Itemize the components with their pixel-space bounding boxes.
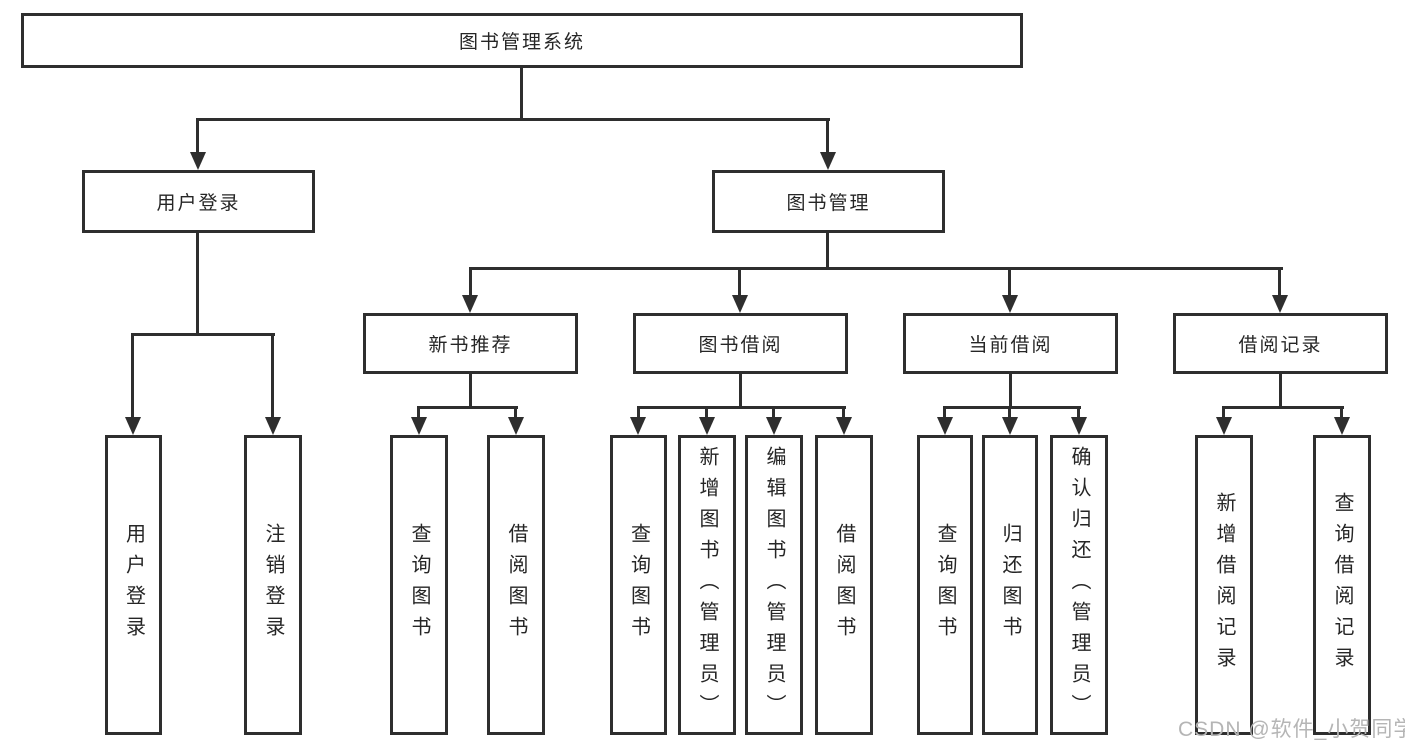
connector-line (196, 120, 199, 154)
arrow-down-icon (1216, 417, 1232, 435)
arrow-down-icon (462, 295, 478, 313)
connector-line (943, 406, 1081, 409)
connector-line (842, 408, 845, 418)
node-label: 归还图书 (999, 523, 1021, 647)
arrow-down-icon (732, 295, 748, 313)
node-book-management: 图书管理 (712, 170, 945, 233)
arrow-down-icon (411, 417, 427, 435)
node-label: 用户登录 (122, 523, 145, 647)
connector-line (1278, 269, 1281, 297)
node-label: 借阅图书 (833, 523, 855, 647)
connector-line (1077, 408, 1080, 418)
connector-line (271, 335, 274, 417)
node-label: 查询图书 (934, 523, 956, 647)
connector-line (943, 408, 946, 418)
connector-line (514, 408, 517, 418)
node-new-book-recommend: 新书推荐 (363, 313, 578, 374)
connector-line (705, 408, 708, 418)
connector-line (772, 408, 775, 418)
connector-line (131, 333, 275, 336)
arrow-down-icon (937, 417, 953, 435)
node-label: 新增图书（管理员） (696, 445, 718, 725)
connector-line (131, 335, 134, 417)
node-label: 注销登录 (262, 523, 284, 647)
connector-line (1222, 406, 1344, 409)
node-root: 图书管理系统 (21, 13, 1023, 68)
arrow-down-icon (820, 152, 836, 170)
arrow-down-icon (190, 152, 206, 170)
arrow-down-icon (766, 417, 782, 435)
connector-line (520, 68, 523, 120)
node-label: 查询图书 (627, 523, 650, 647)
connector-line (1008, 408, 1011, 418)
node-label: 确认归还（管理员） (1068, 445, 1090, 725)
connector-line (1009, 374, 1012, 408)
leaf-confirm-return-admin: 确认归还（管理员） (1050, 435, 1108, 735)
connector-line (1222, 408, 1225, 418)
leaf-borrow-books-1: 借阅图书 (487, 435, 545, 735)
connector-line (469, 269, 472, 297)
node-label: 用户登录 (156, 193, 241, 214)
node-label: 借阅图书 (505, 523, 527, 647)
arrow-down-icon (508, 417, 524, 435)
node-label: 查询图书 (408, 523, 430, 647)
leaf-logout: 注销登录 (244, 435, 302, 735)
node-label: 借阅记录 (1238, 335, 1323, 356)
leaf-query-borrow-record: 查询借阅记录 (1313, 435, 1371, 735)
leaf-query-books-1: 查询图书 (390, 435, 448, 735)
arrow-down-icon (1334, 417, 1350, 435)
connector-line (826, 120, 829, 154)
node-label: 图书管理系统 (458, 32, 585, 53)
connector-line (196, 232, 199, 334)
arrow-down-icon (1002, 295, 1018, 313)
connector-line (196, 118, 830, 121)
leaf-add-borrow-record: 新增借阅记录 (1195, 435, 1253, 735)
arrow-down-icon (125, 417, 141, 435)
connector-line (1279, 374, 1282, 408)
connector-line (1340, 408, 1343, 418)
connector-line (637, 406, 846, 409)
node-borrowing-records: 借阅记录 (1173, 313, 1388, 374)
connector-line (417, 408, 420, 418)
connector-line (417, 406, 518, 409)
leaf-borrow-books-2: 借阅图书 (815, 435, 873, 735)
node-label: 新增借阅记录 (1213, 492, 1235, 678)
connector-line (739, 374, 742, 408)
leaf-add-books-admin: 新增图书（管理员） (678, 435, 736, 735)
csdn-watermark: CSDN @软件_小贺同学 (1178, 718, 1405, 741)
node-user-login: 用户登录 (82, 170, 315, 233)
connector-line (469, 267, 1283, 270)
leaf-return-books: 归还图书 (982, 435, 1038, 735)
node-label: 当前借阅 (968, 335, 1053, 356)
node-label: 编辑图书（管理员） (763, 445, 785, 725)
leaf-user-login: 用户登录 (105, 435, 162, 735)
connector-line (1008, 269, 1011, 297)
arrow-down-icon (836, 417, 852, 435)
leaf-query-books-2: 查询图书 (610, 435, 667, 735)
leaf-query-books-3: 查询图书 (917, 435, 973, 735)
connector-line (637, 408, 640, 418)
node-label: 新书推荐 (428, 335, 513, 356)
leaf-edit-books-admin: 编辑图书（管理员） (745, 435, 803, 735)
arrow-down-icon (265, 417, 281, 435)
node-label: 图书管理 (786, 193, 871, 214)
arrow-down-icon (1272, 295, 1288, 313)
connector-line (738, 269, 741, 297)
arrow-down-icon (1002, 417, 1018, 435)
node-label: 图书借阅 (698, 335, 783, 356)
arrow-down-icon (699, 417, 715, 435)
node-label: 查询借阅记录 (1331, 492, 1353, 678)
connector-line (469, 374, 472, 408)
connector-line (826, 233, 829, 269)
arrow-down-icon (1071, 417, 1087, 435)
node-book-borrowing: 图书借阅 (633, 313, 848, 374)
arrow-down-icon (630, 417, 646, 435)
node-current-borrowing: 当前借阅 (903, 313, 1118, 374)
